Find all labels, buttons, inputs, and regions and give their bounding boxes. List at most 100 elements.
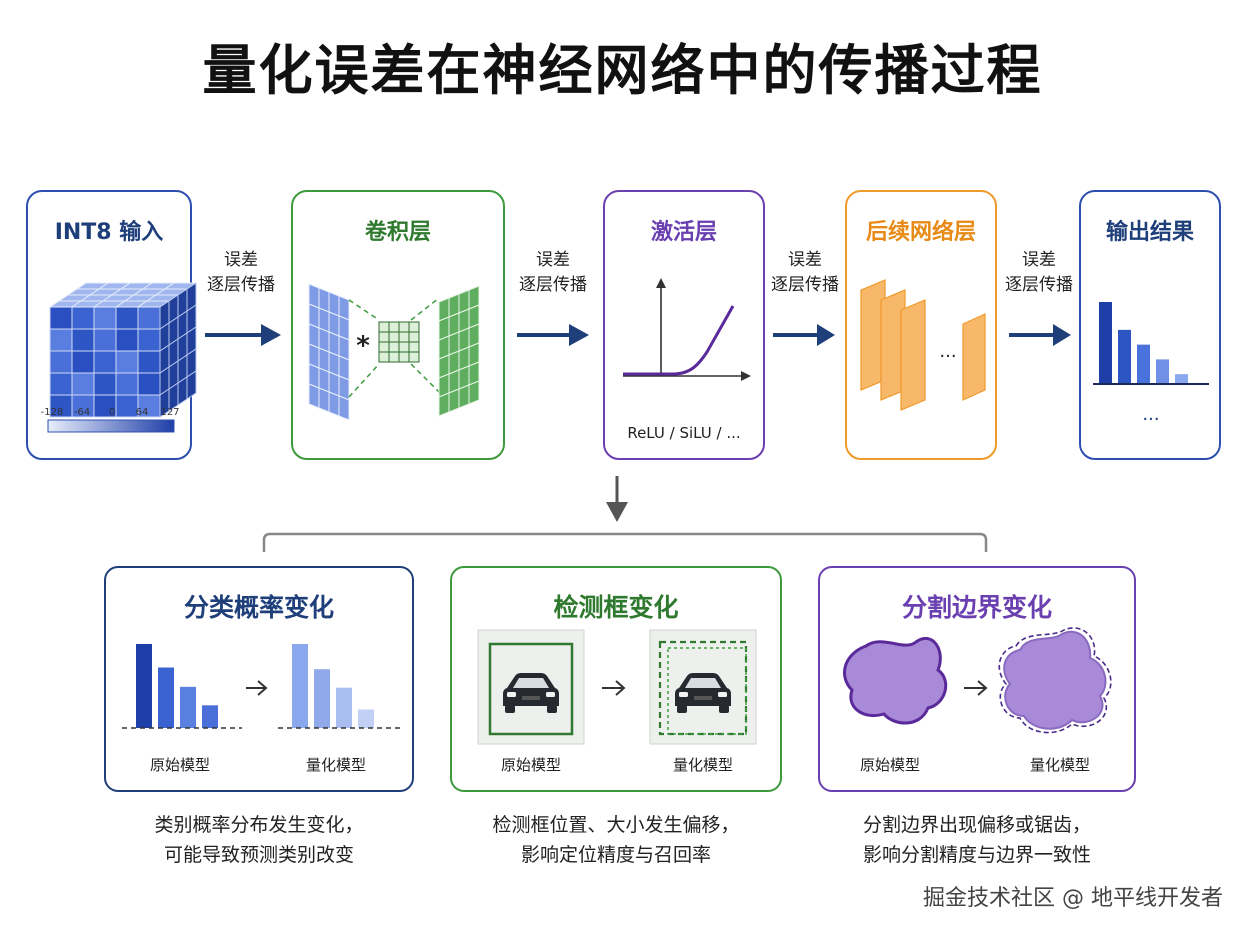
detection-boxes	[477, 629, 757, 745]
tensor-cube-icon	[48, 282, 198, 418]
arrow-right-icon	[205, 324, 281, 346]
scale-tick-label: -128	[41, 407, 64, 418]
connector-line2: 逐层传播	[1005, 275, 1073, 295]
car-headlight-icon	[718, 692, 727, 697]
scale-tick-label: 127	[160, 407, 179, 418]
kernel-cell	[378, 331, 390, 343]
cube-cell	[71, 306, 95, 330]
car-wheel-icon	[719, 705, 729, 713]
error-propagation-label: 误差 逐层传播	[198, 248, 284, 298]
cube-cell	[137, 350, 161, 374]
cube-cell	[93, 372, 117, 396]
stage-title: 激活层	[650, 220, 717, 245]
cube-cell	[137, 328, 161, 352]
output-feature-cell	[448, 388, 460, 413]
output-bar	[1099, 302, 1112, 384]
output-bar	[1156, 359, 1169, 384]
cube-cell	[137, 306, 161, 330]
input-feature-cell	[338, 395, 350, 421]
quantized-prob-bar	[358, 709, 374, 728]
bracket-divider	[262, 532, 988, 552]
cube-cell	[115, 350, 139, 374]
kernel-cell	[408, 351, 420, 363]
connector-line2: 逐层传播	[519, 275, 587, 295]
error-propagation-label: 误差 逐层传播	[996, 248, 1082, 298]
cube-cell	[93, 328, 117, 352]
connector-line1: 误差	[224, 250, 258, 270]
stage-title: 输出结果	[1105, 220, 1194, 245]
output-bar	[1175, 374, 1188, 384]
projection-line	[348, 299, 380, 321]
stage-title: 后续网络层	[865, 220, 976, 245]
quantized-prob-bar	[336, 687, 352, 728]
car-grille-icon	[694, 696, 712, 700]
description-line: 可能导致预测类别改变	[163, 844, 354, 866]
cube-cell	[71, 328, 95, 352]
original-model-label: 原始模型	[500, 756, 561, 774]
cube-cell	[71, 372, 95, 396]
stage-output: 输出结果 ...	[1079, 190, 1221, 460]
original-prob-bar	[136, 644, 152, 728]
car-grille-icon	[522, 696, 540, 700]
input-feature-cell	[328, 391, 340, 417]
card-description: 检测框位置、大小发生偏移， 影响定位精度与召回率	[450, 810, 782, 870]
car-body-icon	[503, 673, 559, 706]
description-line: 类别概率分布发生变化，	[154, 814, 364, 836]
cube-cell	[49, 372, 73, 396]
quantized-model-label: 量化模型	[305, 756, 366, 774]
network-layer-plane	[962, 313, 986, 401]
projection-line	[348, 363, 380, 398]
connector-line1: 误差	[1022, 250, 1056, 270]
card-title: 检测框变化	[553, 593, 679, 622]
activation-caption: ReLU / SiLU / ...	[627, 424, 741, 442]
layer-stack-icon: ...	[860, 279, 986, 411]
connector-line2: 逐层传播	[207, 275, 275, 295]
cube-cell	[115, 328, 139, 352]
description-line: 影响定位精度与召回率	[520, 844, 711, 866]
output-feature-cell	[438, 392, 450, 417]
cube-cell	[115, 372, 139, 396]
car-wheel-icon	[505, 705, 515, 713]
input-feature-cell	[308, 383, 320, 409]
cube-cell	[115, 306, 139, 330]
car-body-icon	[675, 673, 731, 706]
error-propagation-label: 误差 逐层传播	[510, 248, 596, 298]
kernel-cell	[388, 341, 400, 353]
description-line: 分割边界出现偏移或锯齿，	[862, 814, 1091, 836]
car-headlight-icon	[507, 692, 516, 697]
arrow-right-icon	[773, 324, 835, 346]
output-feature-cell	[458, 384, 470, 409]
cube-cell	[137, 372, 161, 396]
arrow-right-icon	[517, 324, 589, 346]
convolution-illustration: *	[308, 283, 480, 421]
classification-bars	[122, 644, 400, 729]
input-feature-cell	[318, 387, 330, 413]
original-prob-bar	[180, 686, 196, 728]
layer-ellipsis: ...	[939, 341, 956, 362]
scale-tick-label: -64	[74, 407, 90, 418]
projection-line	[410, 363, 440, 393]
original-prob-bar	[158, 667, 174, 728]
quantized-prob-bar	[314, 669, 330, 728]
cube-side-cell	[186, 370, 197, 400]
output-ellipsis: ...	[1142, 404, 1159, 425]
car-wheel-icon	[547, 705, 557, 713]
network-layer-plane	[900, 299, 926, 411]
segmentation-blobs	[843, 627, 1112, 734]
car-headlight-icon	[546, 692, 555, 697]
card-description: 类别概率分布发生变化， 可能导致预测类别改变	[104, 810, 414, 870]
down-arrow-icon	[606, 476, 628, 522]
kernel-cell	[388, 351, 400, 363]
kernel-cell	[408, 331, 420, 343]
connector-line2: 逐层传播	[771, 275, 839, 295]
cube-cell	[93, 306, 117, 330]
output-bar	[1118, 329, 1131, 384]
kernel-cell	[398, 341, 410, 353]
kernel-cell	[378, 341, 390, 353]
kernel-cell	[398, 321, 410, 333]
original-model-label: 原始模型	[859, 756, 920, 774]
cube-cell	[49, 350, 73, 374]
card-segmentation-change: 分割边界变化 原始模型 量化模型	[818, 566, 1136, 792]
card-classification-change: 分类概率变化 原始模型 量化模型	[104, 566, 414, 792]
kernel-cell	[398, 351, 410, 363]
